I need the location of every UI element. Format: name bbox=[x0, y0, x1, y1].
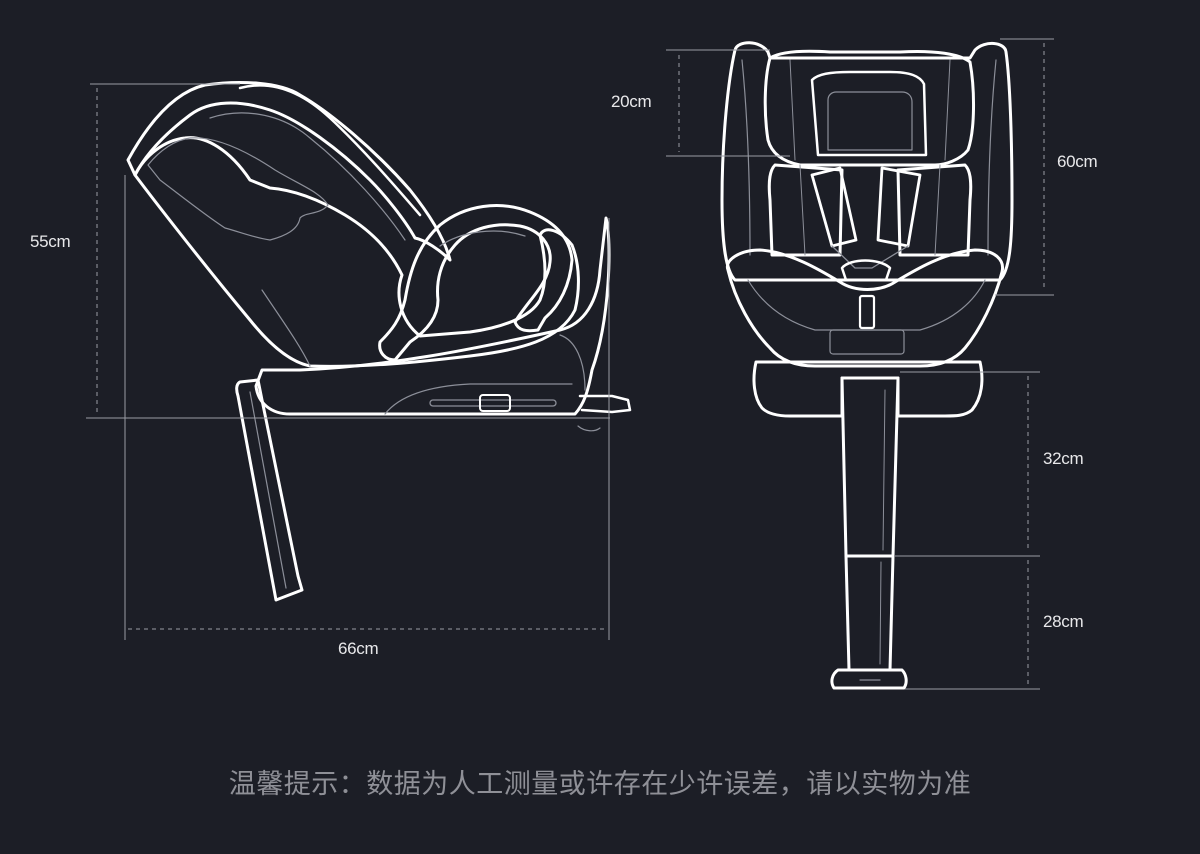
dimension-label-side-height: 55cm bbox=[30, 232, 71, 251]
dimension-label-leg-lower: 28cm bbox=[1043, 612, 1084, 631]
support-leg-inner bbox=[249, 391, 287, 589]
seat-cushion-line bbox=[261, 289, 311, 367]
measurement-disclaimer: 温馨提示：数据为人工测量或许存在少许误差，请以实物为准 bbox=[228, 769, 972, 800]
front-leg-foot bbox=[830, 668, 908, 690]
front-outer-shell bbox=[720, 41, 1014, 282]
front-leg-upper bbox=[840, 376, 900, 558]
front-seat-panel bbox=[829, 329, 905, 355]
front-shell-left-inner bbox=[741, 59, 751, 256]
base-inner-curve bbox=[559, 334, 586, 391]
front-view-seat bbox=[720, 41, 1014, 690]
base bbox=[254, 216, 611, 416]
dimension-label-headrest-step: 20cm bbox=[611, 92, 652, 111]
front-shell-right-inner bbox=[987, 59, 997, 256]
front-harness-left bbox=[810, 166, 858, 248]
front-headrest-pad bbox=[827, 91, 913, 151]
front-headrest bbox=[763, 49, 975, 167]
headrest-pad bbox=[147, 137, 329, 241]
isofix-slot bbox=[429, 399, 557, 407]
dimension-label-seat-height: 60cm bbox=[1057, 152, 1098, 171]
front-dimension-lines bbox=[666, 38, 1054, 690]
side-dimension-lines bbox=[86, 83, 610, 640]
side-view-seat bbox=[126, 80, 632, 602]
front-base bbox=[752, 360, 984, 418]
backrest-rear-line bbox=[209, 112, 406, 241]
front-back-rib-left bbox=[789, 59, 806, 256]
front-seat-bucket bbox=[725, 248, 1005, 368]
front-harness-webbing bbox=[831, 245, 909, 269]
front-shoulder-pads bbox=[767, 163, 973, 257]
backrest-shell bbox=[126, 80, 452, 262]
front-seat-inner bbox=[747, 279, 986, 331]
side-wing-inner bbox=[439, 230, 526, 247]
front-buckle-tongue bbox=[858, 294, 876, 330]
dimension-label-leg-upper: 32cm bbox=[1043, 449, 1084, 468]
front-back-rib-right bbox=[934, 59, 951, 256]
front-leg-lower bbox=[844, 554, 895, 672]
isofix-arm bbox=[578, 394, 632, 414]
side-wing bbox=[378, 204, 574, 362]
dimension-label-side-depth: 66cm bbox=[338, 639, 379, 658]
seat-body bbox=[133, 136, 580, 368]
front-leg-highlight bbox=[879, 389, 886, 665]
support-leg bbox=[235, 378, 304, 602]
front-headrest-inner bbox=[810, 70, 928, 157]
isofix-button bbox=[479, 394, 511, 412]
isofix-hook bbox=[577, 425, 601, 432]
front-buckle bbox=[840, 259, 892, 282]
backrest-edge bbox=[238, 84, 422, 217]
base-inner-line bbox=[384, 383, 573, 415]
